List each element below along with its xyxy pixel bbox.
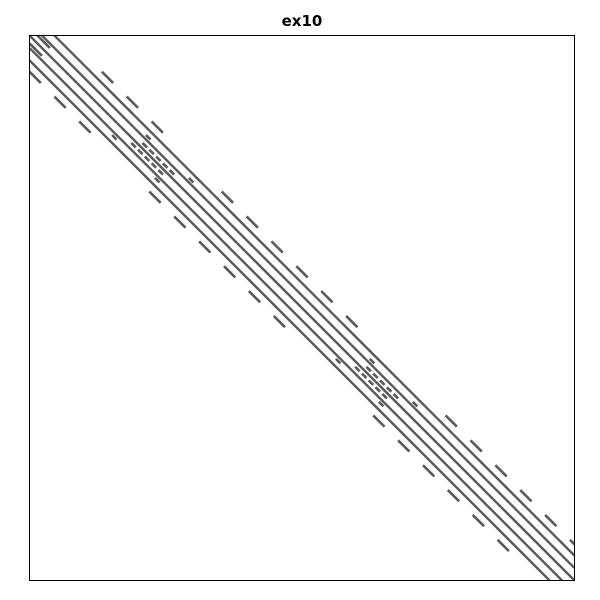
nonzero-segment	[469, 439, 483, 453]
nonzero-segment	[162, 162, 169, 169]
nonzero-segment	[272, 314, 286, 329]
nonzero-segment	[411, 400, 419, 408]
nonzero-segment	[78, 120, 92, 134]
nonzero-segment	[154, 177, 161, 184]
nonzero-segment	[295, 265, 309, 279]
nonzero-segment	[444, 414, 458, 428]
nonzero-segment	[345, 314, 359, 329]
nonzero-segment	[148, 190, 162, 204]
nonzero-segment	[111, 134, 118, 141]
nonzero-segment	[53, 95, 67, 109]
nonzero-segment	[100, 70, 115, 84]
nonzero-segment	[270, 240, 284, 254]
nonzero-segment	[354, 365, 361, 373]
nonzero-segment	[377, 400, 385, 408]
nonzero-band	[29, 47, 563, 581]
nonzero-segment	[130, 141, 137, 149]
nonzero-segment	[150, 120, 164, 134]
nonzero-segment	[496, 538, 510, 553]
nonzero-band	[29, 59, 551, 581]
nonzero-segment	[223, 265, 237, 279]
nonzero-segment	[320, 290, 334, 304]
plot-frame	[29, 35, 575, 581]
nonzero-marks	[29, 35, 575, 581]
nonzero-segment	[519, 489, 533, 503]
chart-title: ex10	[281, 12, 323, 30]
nonzero-segment	[137, 148, 144, 156]
nonzero-band	[41, 35, 575, 569]
nonzero-segment	[379, 379, 386, 386]
nonzero-segment	[381, 393, 388, 400]
nonzero-segment	[155, 155, 162, 162]
nonzero-segment	[361, 372, 368, 380]
nonzero-segment	[372, 372, 379, 380]
nonzero-segment	[36, 35, 51, 49]
nonzero-segment	[150, 162, 158, 169]
nonzero-segment	[157, 169, 164, 176]
nonzero-segment	[471, 514, 485, 528]
nonzero-segment	[188, 177, 195, 184]
nonzero-segment	[397, 439, 411, 453]
nonzero-segment	[245, 215, 259, 229]
nonzero-segment	[367, 379, 375, 386]
nonzero-segment	[220, 190, 234, 204]
nonzero-segment	[168, 169, 176, 176]
nonzero-segment	[372, 414, 386, 428]
nonzero-segment	[29, 70, 42, 84]
nonzero-segment	[173, 215, 187, 229]
nonzero-segment	[494, 464, 508, 478]
nonzero-segment	[29, 42, 43, 57]
nonzero-segment	[143, 155, 151, 162]
nonzero-segment	[368, 357, 376, 365]
nonzero-segment	[148, 148, 155, 156]
nonzero-segment	[141, 142, 149, 149]
nonzero-segment	[145, 134, 152, 141]
nonzero-segment	[385, 386, 393, 393]
nonzero-segment	[365, 365, 372, 373]
nonzero-segment	[569, 538, 575, 546]
nonzero-band	[53, 35, 575, 557]
nonzero-segment	[446, 489, 461, 503]
nonzero-band	[29, 35, 575, 581]
nonzero-segment	[392, 393, 400, 400]
nonzero-segment	[198, 240, 212, 254]
nonzero-segment	[544, 514, 558, 528]
nonzero-segment	[247, 290, 262, 304]
nonzero-segment	[335, 357, 342, 365]
nonzero-segment	[374, 386, 381, 393]
nonzero-segment	[422, 464, 436, 478]
nonzero-segment	[125, 95, 139, 109]
